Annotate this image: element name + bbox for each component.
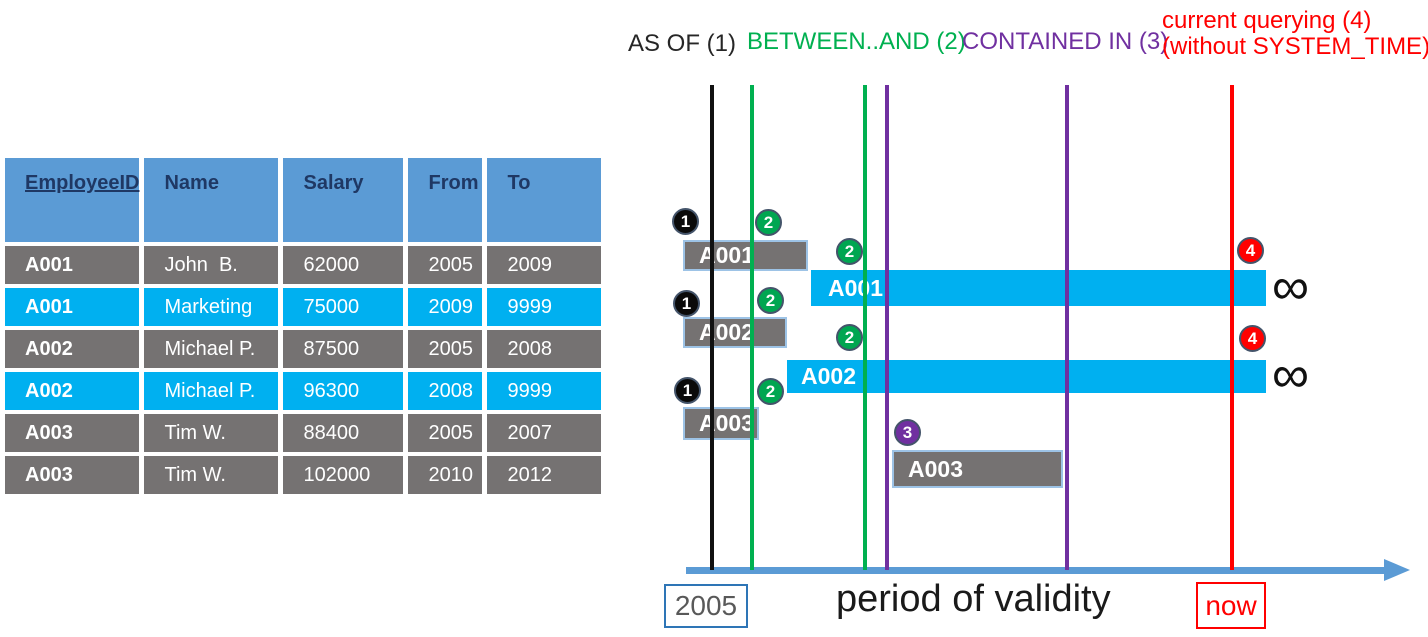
axis-now-label: now bbox=[1205, 589, 1257, 621]
badge-2-icon: 2 bbox=[836, 238, 863, 265]
cell-salary: 75000 bbox=[283, 288, 404, 326]
badge-2-icon: 2 bbox=[755, 209, 782, 236]
legend-as-of: AS OF (1) bbox=[628, 30, 737, 57]
infinity-icon: ∞ bbox=[1272, 258, 1310, 316]
badge-1-icon: 1 bbox=[672, 208, 699, 235]
legend-current-querying-line1: current querying (4) bbox=[1162, 7, 1372, 34]
between-start-line bbox=[750, 85, 754, 570]
table-header-row: EmployeeID Name Salary From To bbox=[5, 158, 602, 242]
cell-employee-id: A001 bbox=[5, 246, 140, 284]
validity-bar-a002-old: A002 bbox=[683, 317, 787, 348]
cell-from: 2010 bbox=[408, 456, 483, 494]
cell-employee-id: A002 bbox=[5, 330, 140, 368]
as-of-line bbox=[710, 85, 714, 570]
time-axis-arrowhead-icon bbox=[1384, 559, 1410, 581]
between-end-line bbox=[863, 85, 867, 570]
bar-label: A003 bbox=[908, 455, 963, 482]
infinity-icon: ∞ bbox=[1272, 346, 1310, 404]
table-row: A003 Tim W. 88400 2005 2007 bbox=[5, 414, 602, 452]
badge-1-icon: 1 bbox=[674, 377, 701, 404]
employee-table: EmployeeID Name Salary From To A001 John… bbox=[0, 154, 606, 498]
cell-to: 2012 bbox=[487, 456, 602, 494]
cell-salary: 102000 bbox=[283, 456, 404, 494]
axis-start-year-box: 2005 bbox=[664, 584, 748, 628]
cell-salary: 87500 bbox=[283, 330, 404, 368]
table-row: A001 Marketing 75000 2009 9999 bbox=[5, 288, 602, 326]
legend-contained-in: CONTAINED IN (3) bbox=[962, 28, 1169, 55]
cell-name: Tim W. bbox=[144, 414, 279, 452]
column-header-to: To bbox=[487, 158, 602, 242]
cell-salary: 96300 bbox=[283, 372, 404, 410]
validity-bar-a002-current: A002 bbox=[787, 360, 1266, 393]
cell-to: 2009 bbox=[487, 246, 602, 284]
badge-4-icon: 4 bbox=[1239, 325, 1266, 352]
axis-title: period of validity bbox=[836, 578, 1111, 620]
cell-employee-id: A002 bbox=[5, 372, 140, 410]
cell-to: 2007 bbox=[487, 414, 602, 452]
bar-label: A002 bbox=[801, 363, 856, 389]
cell-to: 9999 bbox=[487, 372, 602, 410]
badge-1-icon: 1 bbox=[673, 290, 700, 317]
cell-name: Marketing bbox=[144, 288, 279, 326]
bar-label: A001 bbox=[828, 274, 883, 301]
cell-to: 9999 bbox=[487, 288, 602, 326]
column-header-name: Name bbox=[144, 158, 279, 242]
contained-end-line bbox=[1065, 85, 1069, 570]
cell-from: 2005 bbox=[408, 414, 483, 452]
cell-name: John B. bbox=[144, 246, 279, 284]
cell-salary: 62000 bbox=[283, 246, 404, 284]
validity-bar-a003-old: A003 bbox=[683, 407, 759, 440]
table-row: A001 John B. 62000 2005 2009 bbox=[5, 246, 602, 284]
column-header-from: From bbox=[408, 158, 483, 242]
table-row: A002 Michael P. 87500 2005 2008 bbox=[5, 330, 602, 368]
bar-label: A002 bbox=[699, 319, 754, 345]
cell-to: 2008 bbox=[487, 330, 602, 368]
contained-start-line bbox=[885, 85, 889, 570]
cell-employee-id: A003 bbox=[5, 414, 140, 452]
cell-name: Tim W. bbox=[144, 456, 279, 494]
cell-from: 2005 bbox=[408, 330, 483, 368]
validity-bar-a001-current: A001 bbox=[811, 270, 1266, 306]
badge-2-icon: 2 bbox=[757, 287, 784, 314]
cell-from: 2008 bbox=[408, 372, 483, 410]
cell-employee-id: A001 bbox=[5, 288, 140, 326]
now-line bbox=[1230, 85, 1234, 570]
validity-bar-a003-later: A003 bbox=[892, 450, 1063, 488]
cell-employee-id: A003 bbox=[5, 456, 140, 494]
table-row: A003 Tim W. 102000 2010 2012 bbox=[5, 456, 602, 494]
table-row: A002 Michael P. 96300 2008 9999 bbox=[5, 372, 602, 410]
axis-start-year: 2005 bbox=[674, 590, 738, 621]
cell-name: Michael P. bbox=[144, 330, 279, 368]
cell-from: 2009 bbox=[408, 288, 483, 326]
bar-label: A003 bbox=[699, 410, 754, 436]
badge-2-icon: 2 bbox=[836, 324, 863, 351]
cell-name: Michael P. bbox=[144, 372, 279, 410]
badge-4-icon: 4 bbox=[1237, 237, 1264, 264]
badge-3-icon: 3 bbox=[894, 419, 921, 446]
badge-2-icon: 2 bbox=[757, 378, 784, 405]
column-header-employeeid: EmployeeID bbox=[5, 158, 140, 242]
axis-now-box: now bbox=[1196, 582, 1266, 629]
cell-salary: 88400 bbox=[283, 414, 404, 452]
cell-from: 2005 bbox=[408, 246, 483, 284]
legend-current-querying: current querying (4) (without SYSTEM_TIM… bbox=[1162, 8, 1428, 60]
legend-between-and: BETWEEN..AND (2) bbox=[747, 28, 966, 55]
bar-label: A001 bbox=[699, 242, 754, 268]
column-header-salary: Salary bbox=[283, 158, 404, 242]
validity-bar-a001-old: A001 bbox=[683, 240, 808, 271]
legend-current-querying-line2: (without SYSTEM_TIME) bbox=[1162, 33, 1428, 60]
time-axis bbox=[686, 567, 1386, 574]
